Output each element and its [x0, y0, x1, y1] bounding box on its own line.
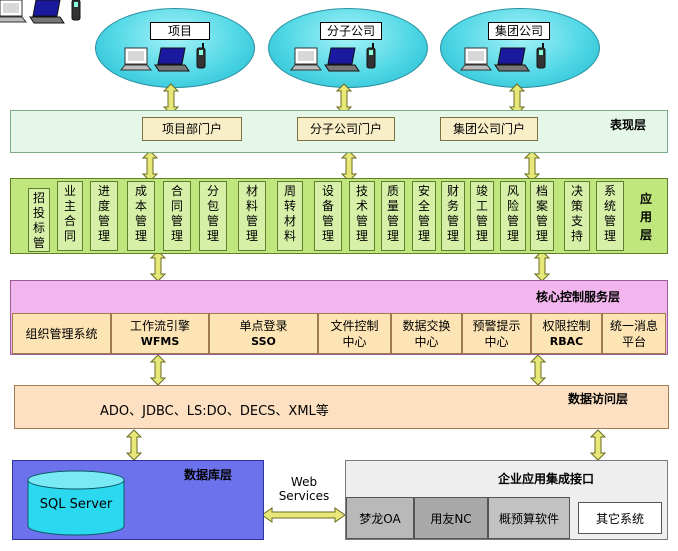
app-module[interactable]: 周转材料 [277, 181, 303, 251]
data-access-layer [14, 385, 669, 429]
core-module-label: 组织管理系统 [25, 326, 98, 341]
data-access-layer-title: 数据访问层 [568, 392, 629, 406]
application-layer-title: 应 用 层 [640, 192, 653, 242]
integration-item-mengloa[interactable]: 梦龙OA [346, 497, 414, 539]
core-module-label: 工作流引擎 [129, 318, 190, 333]
core-module-sublabel: WFMS [140, 334, 180, 348]
app-module[interactable]: 技术管理 [349, 181, 375, 251]
presentation-layer-title: 表现层 [610, 118, 647, 132]
core-module[interactable]: 文件控制 中心 [318, 313, 391, 354]
core-module-label: 数据交换 中心 [402, 318, 451, 349]
app-module[interactable]: 安全管理 [412, 181, 436, 251]
devices-icon [0, 0, 546, 72]
cloud-label-subsidiary: 分子公司 [320, 22, 382, 40]
cloud-label-project: 项目 [150, 22, 210, 40]
app-module[interactable]: 进度管理 [90, 181, 118, 251]
app-module[interactable]: 竣工管理 [470, 181, 494, 251]
app-module[interactable]: 质量管理 [381, 181, 405, 251]
core-module-sublabel: SSO [251, 334, 276, 348]
data-access-technologies: ADO、JDBC、LS:DO、DECS、XML等 [100, 404, 329, 419]
laptop-icon [29, 0, 65, 24]
integration-item-budget-software[interactable]: 概预算软件 [488, 497, 570, 539]
database-name: SQL Server [39, 497, 113, 512]
core-module[interactable]: 组织管理系统 [12, 313, 111, 354]
app-module[interactable]: 风险管理 [500, 181, 526, 251]
integration-item-other-systems[interactable]: 其它系统 [578, 502, 662, 534]
integration-item-yonyou-nc[interactable]: 用友NC [414, 497, 488, 539]
app-module[interactable]: 设备管理 [314, 181, 342, 251]
app-module[interactable]: 财务管理 [441, 181, 465, 251]
core-module-sublabel: RBAC [549, 334, 584, 348]
app-module[interactable]: 招投标管理 [28, 188, 50, 252]
web-services-label: Web Services [278, 475, 330, 503]
core-module-label: 统一消息 平台 [609, 318, 658, 349]
integration-layer-title: 企业应用集成接口 [498, 472, 595, 486]
app-module[interactable]: 档案管理 [530, 181, 554, 251]
core-module[interactable]: 预警提示 中心 [462, 313, 531, 354]
core-module[interactable]: 统一消息 平台 [602, 313, 666, 354]
app-module[interactable]: 决策支持 [564, 181, 590, 251]
portal-group[interactable]: 集团公司门户 [440, 117, 538, 141]
app-module[interactable]: 合同管理 [163, 181, 191, 251]
core-module-label: 单点登录 [239, 318, 288, 333]
app-module[interactable]: 分包管理 [199, 181, 227, 251]
cloud-label-group: 集团公司 [488, 22, 550, 40]
app-module[interactable]: 材料管理 [238, 181, 266, 251]
portal-subsidiary[interactable]: 分子公司门户 [297, 117, 395, 141]
core-layer-title: 核心控制服务层 [536, 290, 621, 304]
desktop-computer-icon [0, 0, 28, 23]
core-module-label: 预警提示 中心 [472, 318, 521, 349]
app-module[interactable]: 系统管理 [596, 181, 624, 251]
app-module[interactable]: 成本管理 [127, 181, 155, 251]
core-module[interactable]: 数据交换 中心 [391, 313, 462, 354]
portal-project[interactable]: 项目部门户 [142, 117, 242, 141]
core-module-label: 权限控制 [542, 318, 591, 333]
database-cylinder-icon [27, 470, 125, 536]
app-module[interactable]: 业主合同 [57, 181, 83, 251]
core-module-label: 文件控制 中心 [330, 318, 379, 349]
mobile-phone-icon [71, 0, 81, 21]
database-layer-title: 数据库层 [184, 468, 233, 482]
